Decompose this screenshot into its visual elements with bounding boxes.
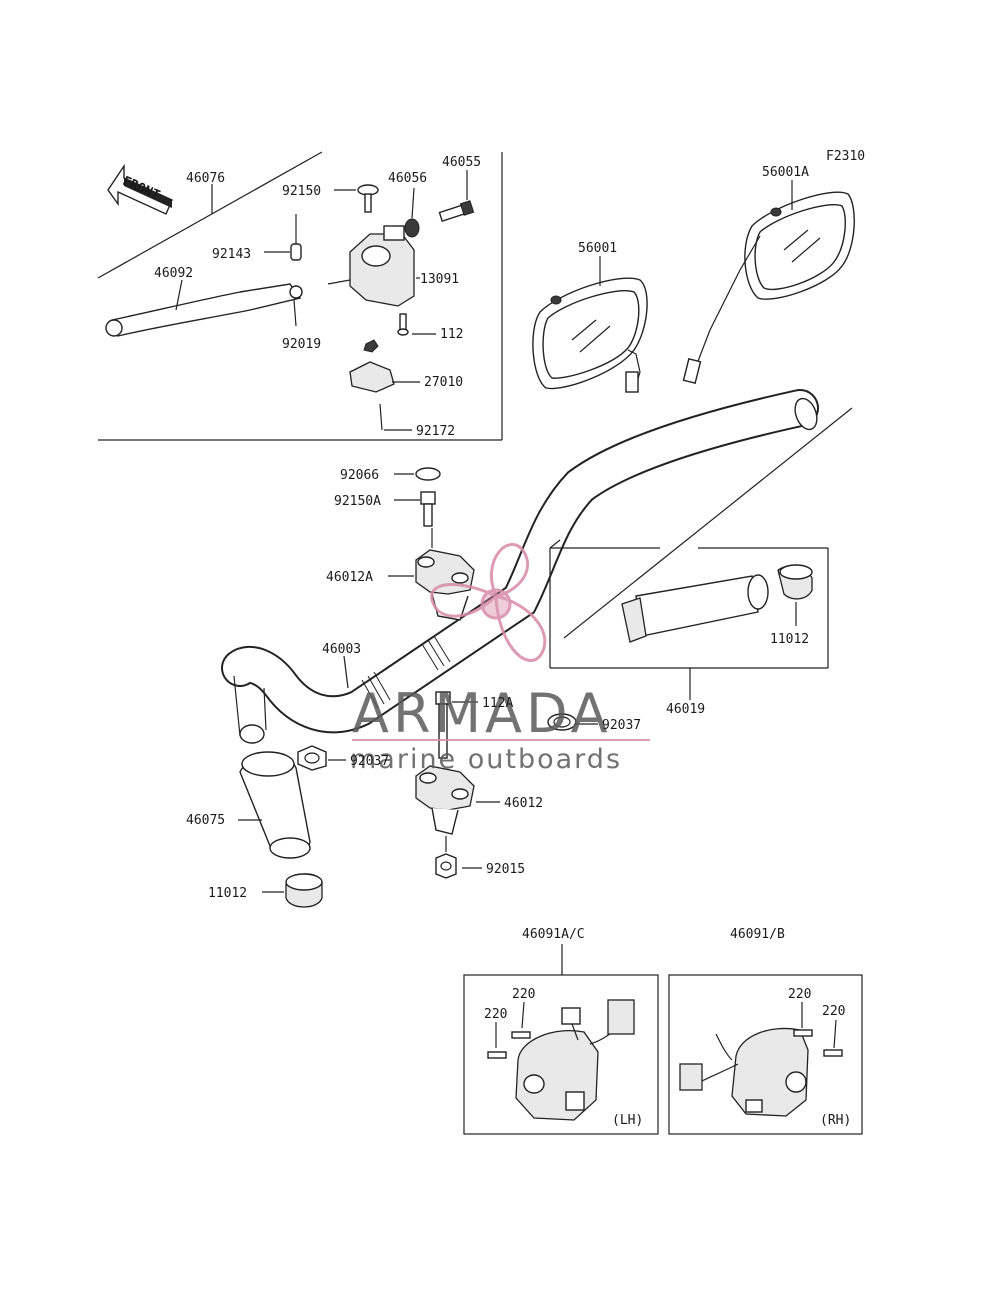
nut-92015 (435, 853, 457, 879)
part-label: 92150 (282, 184, 321, 199)
part-label: 27010 (424, 375, 463, 390)
part-label: 46012 (504, 796, 543, 811)
part-label: 46019 (666, 702, 705, 717)
leader-lines-upper (175, 170, 468, 431)
part-label: 220 (512, 987, 535, 1002)
switch-box-rh (668, 974, 863, 1135)
part-label: 220 (484, 1007, 507, 1022)
part-label: 46076 (186, 171, 225, 186)
front-arrow-icon: FRONT (107, 163, 173, 215)
part-label: 92066 (340, 468, 379, 483)
throttle-box-frame (549, 407, 853, 669)
part-label: 46003 (322, 642, 361, 657)
part-label: 46012A (326, 570, 373, 585)
part-label: 112 (440, 327, 463, 342)
part-label: 46092 (154, 266, 193, 281)
clamp-92037-right (547, 713, 577, 731)
bolt-92150A (420, 491, 436, 527)
part-label: 11012 (208, 886, 247, 901)
lever-group-frame (97, 151, 503, 441)
cap-11012-right (777, 564, 813, 600)
watermark: ARMADA marine outboards (350, 543, 650, 775)
part-label: 56001 (578, 241, 617, 256)
part-label: 220 (788, 987, 811, 1002)
nut-46056 (404, 218, 420, 238)
holder-46012 (415, 765, 475, 835)
bolt-112A (435, 691, 451, 759)
switch-27010 (349, 361, 395, 393)
part-label: 92037 (602, 718, 641, 733)
lever-46092 (105, 283, 303, 337)
part-label: 92143 (212, 247, 251, 262)
part-label: 46055 (442, 155, 481, 170)
pin-92143 (290, 243, 302, 261)
bolt-112 (397, 313, 409, 336)
part-label: 92015 (486, 862, 525, 877)
throttle-grip (621, 574, 769, 643)
part-label: 220 (822, 1004, 845, 1019)
clamp-92037-left (297, 745, 327, 771)
part-label: 46075 (186, 813, 225, 828)
part-label: 46091/B (730, 927, 785, 942)
switch-side-label-lh: (LH) (612, 1113, 643, 1128)
washer-92066 (415, 467, 441, 481)
watermark-tagline: marine outboards (350, 744, 622, 775)
mirror-56001A (682, 191, 855, 384)
part-label: 46091A/C (522, 927, 585, 942)
part-label: 92150A (334, 494, 381, 509)
nut-small (363, 339, 379, 353)
watermark-brand: ARMADA (352, 682, 612, 745)
part-label: 11012 (770, 632, 809, 647)
leader-lines-mirrors (599, 180, 793, 286)
handlebar-46003 (221, 389, 819, 744)
screw-92172 (379, 403, 383, 431)
part-label: 46056 (388, 171, 427, 186)
part-label: 92019 (282, 337, 321, 352)
part-label: 92172 (416, 424, 455, 439)
mirror-56001 (532, 277, 648, 393)
cap-11012-left (285, 873, 323, 908)
grip-46075 (239, 751, 311, 859)
leader-lines-main (238, 473, 797, 893)
part-label: 56001A (762, 165, 809, 180)
lever-holder-13091 (327, 225, 415, 307)
part-label: 112A (482, 696, 513, 711)
figure-code: F2310 (826, 149, 865, 164)
part-labels: 46076 46055 92150 46056 92143 13091 4609… (154, 155, 851, 1128)
bolt-46055 (438, 200, 475, 222)
switch-side-label-rh: (RH) (820, 1113, 851, 1128)
bolt-92150 (357, 184, 379, 213)
propeller-logo-icon (430, 543, 547, 662)
part-label: 92037 (350, 754, 389, 769)
switch-box-lh (463, 944, 659, 1135)
part-label: 13091 (420, 272, 459, 287)
